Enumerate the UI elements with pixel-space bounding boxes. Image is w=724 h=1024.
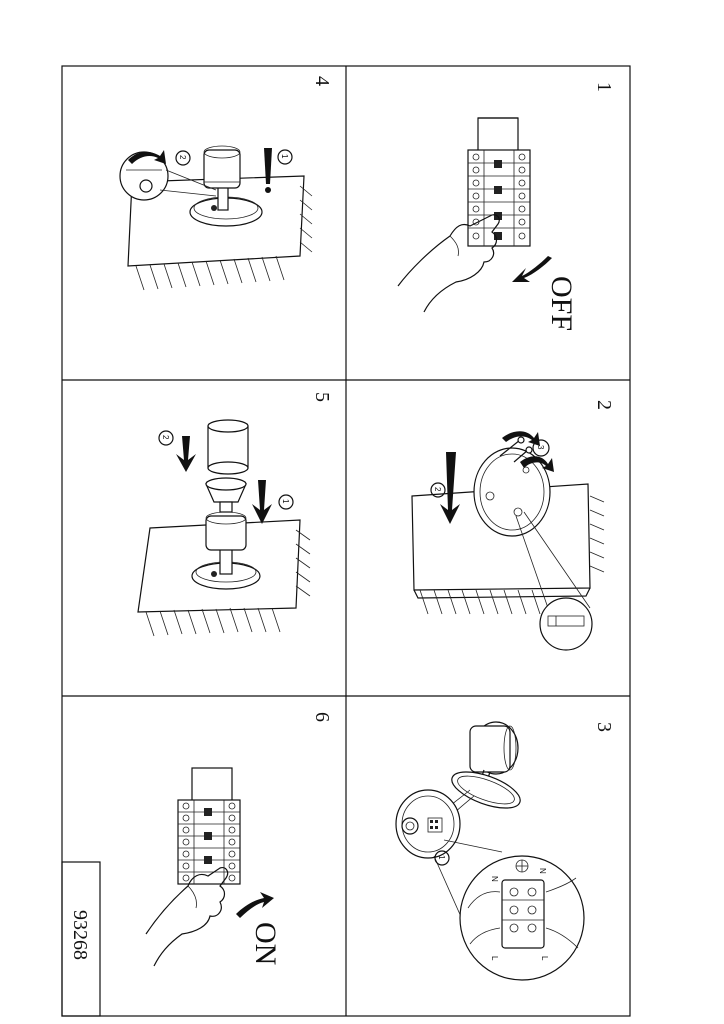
svg-text:2: 2 [178, 155, 187, 160]
off-label: OFF [545, 276, 578, 331]
push-down-arrow: 2 [430, 452, 460, 524]
gu10-bulb [205, 477, 247, 513]
conduit-pipe [191, 767, 233, 803]
on-label: ON [249, 922, 282, 965]
bulb-insert-arrow [252, 480, 272, 524]
panel-3-number: 3 [593, 722, 615, 732]
panel-6: 6 [145, 712, 333, 967]
panel-5-number: 5 [311, 392, 333, 402]
terminal-n-left: N [490, 876, 499, 882]
warning-marker: 1 [264, 148, 293, 193]
mounting-plate [473, 447, 551, 537]
panel-grid [61, 65, 631, 1017]
terminal-n-right: N [538, 868, 547, 874]
panel-5: 5 [137, 392, 333, 637]
svg-text:2: 2 [161, 435, 170, 440]
panel-3: 3 1 [395, 721, 615, 981]
wiring-detail-circle: N N L L [459, 855, 585, 981]
terminal-l-right: L [540, 956, 549, 961]
svg-text:1: 1 [280, 154, 289, 159]
panel-4-number: 4 [311, 76, 333, 86]
panel-1: 1 [397, 82, 615, 331]
cover-insert-arrow [176, 436, 196, 472]
step-marker-2: 2 [433, 487, 442, 492]
svg-text:1: 1 [281, 499, 290, 504]
switch-off-arrow [512, 256, 552, 282]
screw-arrow-2 [520, 456, 554, 472]
hand-illustration [397, 214, 500, 313]
panel-4: 4 [119, 76, 333, 291]
detail-magnifier [515, 511, 593, 651]
step-marker-3: 3 [536, 445, 545, 450]
step-marker-1: 1 [437, 855, 446, 860]
spotlight-assembly [191, 511, 261, 590]
terminal-l-left: L [490, 956, 499, 961]
screw-detail: 2 [119, 150, 217, 201]
product-code: 93268 [69, 910, 91, 960]
hand-illustration [145, 867, 229, 967]
panel-1-number: 1 [593, 82, 615, 92]
panel-2: 2 [411, 400, 615, 651]
screws [499, 436, 533, 463]
screw-arrow-1 [502, 431, 540, 446]
spotlight-head [451, 721, 521, 809]
spotlight-assembly [189, 145, 263, 227]
base-plate-terminal [395, 789, 461, 859]
product-code-box: 93268 [61, 861, 101, 1017]
conduit-pipe [477, 117, 519, 153]
panel-2-number: 2 [593, 400, 615, 410]
switch-on-arrow [236, 892, 274, 918]
lamp-cover [207, 419, 249, 475]
panel-6-number: 6 [311, 712, 333, 722]
breaker-panel-on [177, 799, 241, 885]
breaker-panel-off [467, 149, 531, 247]
